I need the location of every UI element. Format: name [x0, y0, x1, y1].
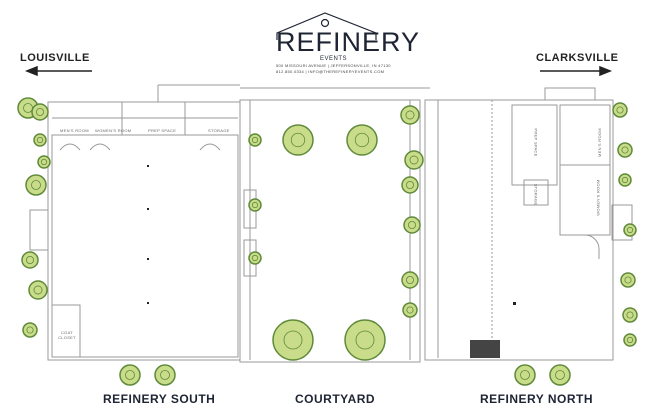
tree-canopy-detail — [25, 255, 34, 264]
tree-canopy-detail — [626, 336, 634, 344]
tree-canopy-detail — [405, 110, 415, 120]
room-north-storage: STORAGE — [533, 183, 539, 206]
tree-canopy-detail — [40, 158, 48, 166]
tree-icon — [623, 333, 637, 347]
tree-canopy-detail — [405, 275, 414, 284]
tree-icon — [248, 133, 262, 147]
tree-canopy-detail — [251, 254, 259, 262]
arrow-right-icon — [599, 65, 613, 77]
tree-icon — [282, 124, 314, 156]
logo-sub: EVENTS — [320, 56, 348, 62]
tree-icon — [617, 142, 633, 158]
tree-canopy-detail — [626, 311, 634, 319]
tree-icon — [25, 174, 47, 196]
logo-house-icon — [276, 12, 377, 40]
tree-icon — [623, 223, 637, 237]
tree-icon — [154, 364, 176, 386]
tree-canopy-detail — [26, 326, 34, 334]
tree-canopy-detail — [283, 330, 303, 350]
tree-canopy-detail — [405, 180, 414, 189]
tree-icon — [620, 272, 636, 288]
refinery-south-outline — [47, 101, 241, 361]
tree-icon — [549, 364, 571, 386]
arrow-left-icon — [24, 65, 38, 77]
room-prep: PREP SPACE — [148, 128, 177, 133]
tree-canopy-detail — [125, 370, 135, 380]
tree-icon — [402, 302, 418, 318]
tree-icon — [272, 319, 314, 361]
refinery-south-hall — [51, 134, 239, 358]
tree-icon — [31, 103, 49, 121]
tree-canopy-detail — [621, 146, 629, 154]
tree-canopy-detail — [33, 285, 43, 295]
label-refinery-south: REFINERY SOUTH — [103, 392, 216, 406]
tree-canopy-detail — [621, 176, 629, 184]
label-refinery-north: REFINERY NORTH — [480, 392, 594, 406]
tree-icon — [618, 173, 632, 187]
room-coat-closet: COAT CLOSET — [58, 330, 76, 340]
tree-canopy-detail — [407, 220, 416, 229]
trees — [17, 97, 638, 386]
tree-icon — [119, 364, 141, 386]
tree-icon — [401, 271, 419, 289]
tree-icon — [346, 124, 378, 156]
tree-canopy-detail — [406, 306, 414, 314]
tree-canopy-detail — [354, 132, 370, 148]
tree-canopy-detail — [624, 276, 632, 284]
tree-icon — [22, 322, 38, 338]
tree-icon — [248, 251, 262, 265]
tree-canopy-detail — [616, 106, 624, 114]
logo-address: 500 MISSOURI AVENUE | JEFFERSONVILLE, IN… — [276, 63, 391, 68]
room-north-prep: PREP SPACE — [533, 128, 539, 157]
tree-canopy-detail — [251, 201, 259, 209]
tree-canopy-detail — [290, 132, 306, 148]
tree-canopy-detail — [355, 330, 375, 350]
room-north-mens: MEN'S ROOM — [596, 128, 602, 157]
tree-icon — [33, 133, 47, 147]
room-mens: MEN'S ROOM — [60, 128, 89, 133]
tree-icon — [612, 102, 628, 118]
room-womens: WOMEN'S ROOM — [95, 128, 132, 133]
tree-canopy-detail — [626, 226, 634, 234]
label-courtyard: COURTYARD — [295, 392, 376, 406]
tree-canopy-detail — [36, 108, 45, 117]
tree-canopy-detail — [520, 370, 530, 380]
tree-canopy-detail — [160, 370, 170, 380]
tree-canopy-detail — [31, 180, 41, 190]
tree-canopy-detail — [555, 370, 565, 380]
tree-canopy-detail — [251, 136, 259, 144]
logo-contact: 812.850.0334 | INFO@THEREFINERYEVENTS.CO… — [276, 69, 385, 74]
tree-icon — [344, 319, 386, 361]
tree-icon — [622, 307, 638, 323]
logo-brand: REFINERY — [276, 27, 421, 57]
tree-icon — [28, 280, 48, 300]
tree-icon — [400, 105, 420, 125]
direction-clarksville: CLARKSVILLE — [536, 52, 619, 64]
direction-louisville: LOUISVILLE — [20, 52, 90, 64]
tree-icon — [404, 150, 424, 170]
tree-icon — [248, 198, 262, 212]
tree-icon — [37, 155, 51, 169]
tree-icon — [514, 364, 536, 386]
refinery-north-outline — [424, 99, 614, 361]
stage-block — [470, 340, 500, 358]
coat-closet-outline — [51, 304, 81, 358]
tree-icon — [403, 216, 421, 234]
courtyard-outline — [239, 99, 421, 363]
tree-canopy-detail — [36, 136, 44, 144]
room-north-womens: WOMEN'S ROOM — [595, 179, 601, 216]
room-storage: STORAGE — [208, 128, 230, 133]
tree-icon — [21, 251, 39, 269]
tree-icon — [401, 176, 419, 194]
tree-canopy-detail — [409, 155, 419, 165]
